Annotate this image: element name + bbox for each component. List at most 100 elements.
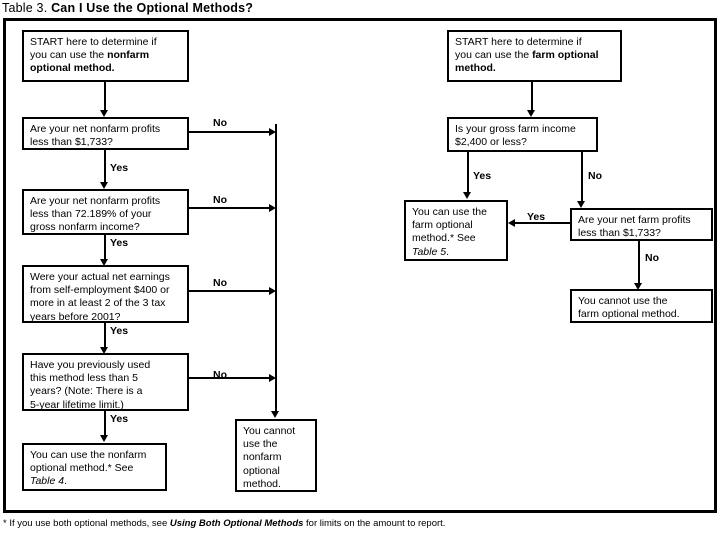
node-nonfarm-q3: Were your actual net earnings from self-… [22, 265, 189, 323]
node-nonfarm-no-result: You cannot use the nonfarm optional meth… [235, 419, 317, 492]
connector-nonfarm-q4-no [189, 377, 270, 379]
nonfarm-q4-line2: this method less than 5 [30, 372, 138, 385]
arrowhead-down-farm-q2 [577, 201, 585, 208]
farm-yes-result-line2: farm optional [412, 219, 473, 232]
arrowhead-down-farm-yes-result [463, 192, 471, 199]
node-nonfarm-q2: Are your net nonfarm profits less than 7… [22, 189, 189, 235]
farm-q1-line2: $2,400 or less? [455, 136, 527, 149]
edge-label-nonfarm-no3: No [213, 277, 227, 289]
farm-q1-line1: Is your gross farm income [455, 123, 576, 135]
farm-yes-result-line4-tail: . [446, 245, 449, 258]
nonfarm-no-result-line4: optional [243, 464, 280, 477]
farm-start-line2-plain: you can use the [455, 49, 533, 62]
arrowhead-right-nonfarm-q2-no [269, 203, 276, 212]
connector-nonfarm-q3-yes [104, 323, 106, 349]
nonfarm-q4-line4: 5-year lifetime limit.) [30, 398, 124, 411]
edge-label-farm-yes1: Yes [473, 170, 492, 182]
nonfarm-q3-line2: from self-employment $400 or [30, 284, 170, 297]
node-farm-yes-result: You can use the farm optional method.* S… [404, 200, 508, 261]
connector-nonfarm-q2-no [189, 207, 270, 209]
nonfarm-no-result-line1: You cannot [243, 425, 296, 437]
nonfarm-q2-line2: less than 72.189% of your [30, 208, 152, 221]
edge-label-nonfarm-no2: No [213, 194, 227, 206]
edge-label-nonfarm-yes2: Yes [110, 237, 129, 249]
footnote: * If you use both optional methods, see … [3, 518, 445, 530]
farm-yes-result-line3: method.* See [412, 232, 476, 245]
arrowhead-down-nonfarm-q3 [100, 259, 108, 266]
nonfarm-q3-line3: more in at least 2 of the 3 tax [30, 297, 166, 310]
arrowhead-down-nonfarm-q4 [100, 347, 108, 354]
arrowhead-down-farm-q1 [527, 110, 535, 117]
node-nonfarm-yes-result: You can use the nonfarm optional method.… [22, 443, 167, 491]
connector-nonfarm-q3-no [189, 290, 270, 292]
node-farm-start: START here to determine if you can use t… [447, 30, 622, 82]
connector-farm-q1-yes [467, 152, 469, 193]
nonfarm-q1-line1: Are your net nonfarm profits [30, 123, 161, 135]
connector-farm-q2-yes [515, 222, 570, 224]
nonfarm-yes-result-table-ref: Table 4 [30, 475, 65, 488]
nonfarm-q1-line2: less than $1,733? [30, 136, 113, 149]
footnote-lead: * If you use both optional methods, see [3, 518, 170, 529]
farm-no-result-line2: farm optional method. [578, 308, 680, 321]
nonfarm-start-line2-bold: nonfarm [107, 49, 150, 62]
nonfarm-q4-line1: Have you previously used [30, 359, 151, 371]
nonfarm-yes-result-line2: optional method.* See [30, 462, 134, 475]
arrowhead-down-nonfarm-q1 [100, 110, 108, 117]
edge-label-nonfarm-no4: No [213, 369, 227, 381]
nonfarm-yes-result-line1: You can use the nonfarm [30, 449, 147, 461]
arrowhead-down-nonfarm-no-result [271, 411, 279, 418]
farm-yes-result-line1: You can use the [412, 206, 487, 218]
node-nonfarm-start: START here to determine if you can use t… [22, 30, 189, 82]
connector-farm-q1-no [581, 152, 583, 202]
title-prefix: Table 3. [2, 1, 52, 15]
page-title: Table 3. Can I Use the Optional Methods? [2, 1, 253, 16]
arrowhead-right-nonfarm-q1-no [269, 127, 276, 136]
node-farm-no-result: You cannot use the farm optional method. [570, 289, 713, 323]
connector-farm-q2-no [638, 241, 640, 284]
farm-q2-line1: Are your net farm profits [578, 214, 691, 226]
edge-label-farm-no1: No [588, 170, 602, 182]
arrowhead-down-farm-no-result [634, 283, 642, 290]
farm-no-result-line1: You cannot use the [578, 295, 668, 307]
title-question: Can I Use the Optional Methods? [51, 1, 254, 15]
farm-yes-result-table-ref: Table 5 [412, 245, 447, 258]
edge-label-nonfarm-yes1: Yes [110, 162, 129, 174]
nonfarm-q4-line3: years? (Note: There is a [30, 385, 143, 398]
edge-label-nonfarm-no1: No [213, 117, 227, 129]
farm-start-line3-bold: method. [455, 62, 496, 75]
edge-label-farm-no2: No [645, 252, 659, 264]
footnote-italic-ref: Using Both Optional Methods [169, 518, 304, 529]
edge-label-nonfarm-yes4: Yes [110, 413, 129, 425]
nonfarm-q3-line4: years before 2001? [30, 310, 121, 323]
footnote-tail: for limits on the amount to report. [303, 518, 446, 529]
nonfarm-no-result-line2: use the [243, 438, 278, 451]
node-nonfarm-q4: Have you previously used this method les… [22, 353, 189, 411]
farm-q2-line2: less than $1,733? [578, 227, 661, 240]
connector-farm-start-to-q1 [531, 82, 533, 111]
connector-nonfarm-q1-no [189, 131, 270, 133]
edge-label-farm-yes2: Yes [527, 211, 546, 223]
connector-nonfarm-q2-yes [104, 235, 106, 261]
node-farm-q1: Is your gross farm income $2,400 or less… [447, 117, 598, 152]
connector-nonfarm-start-to-q1 [104, 82, 106, 111]
arrowhead-down-nonfarm-result [100, 435, 108, 442]
farm-start-line2-bold: farm optional [532, 49, 599, 62]
nonfarm-yes-result-line3-tail: . [64, 475, 67, 488]
connector-nonfarm-q1-yes [104, 150, 106, 183]
nonfarm-q2-line1: Are your net nonfarm profits [30, 195, 161, 207]
node-nonfarm-q1: Are your net nonfarm profits less than $… [22, 117, 189, 150]
nonfarm-no-result-line3: nonfarm [243, 451, 282, 464]
nonfarm-q3-line1: Were your actual net earnings [30, 271, 170, 283]
arrowhead-right-nonfarm-q4-no [269, 373, 276, 382]
arrowhead-down-nonfarm-q2 [100, 182, 108, 189]
edge-label-nonfarm-yes3: Yes [110, 325, 129, 337]
nonfarm-start-line3-bold: optional method. [30, 62, 115, 75]
arrowhead-left-farm-q2-yes [508, 218, 515, 227]
nonfarm-start-line2-plain: you can use the [30, 49, 108, 62]
connector-nonfarm-no-collector [275, 124, 277, 413]
connector-nonfarm-q4-yes [104, 411, 106, 437]
node-farm-q2: Are your net farm profits less than $1,7… [570, 208, 713, 241]
farm-start-line1: START here to determine if [455, 36, 582, 48]
nonfarm-start-line1: START here to determine if [30, 36, 157, 48]
